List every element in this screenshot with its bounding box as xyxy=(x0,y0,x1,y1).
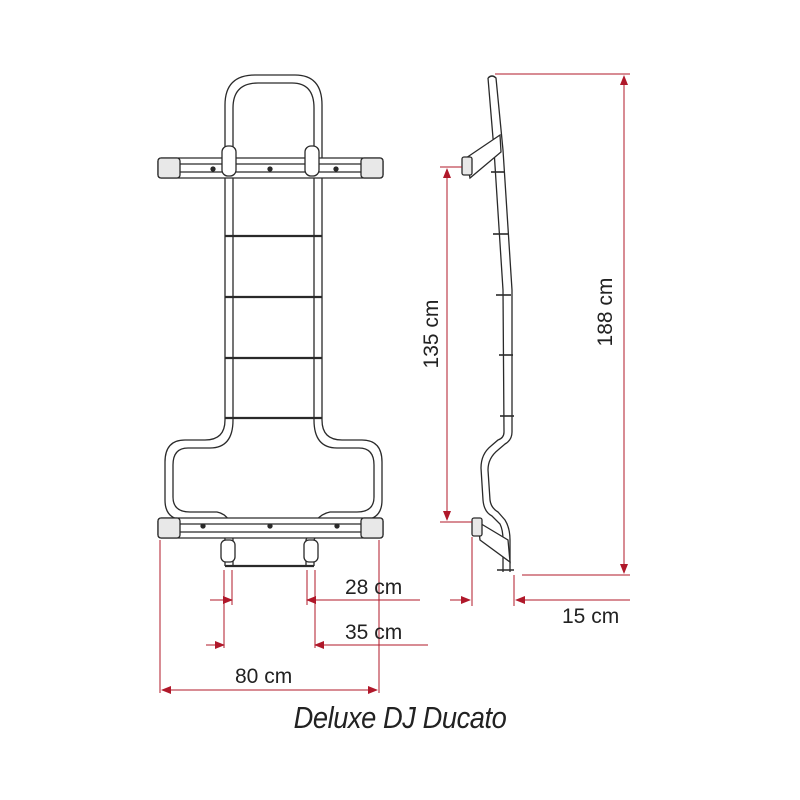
side-view xyxy=(461,75,514,572)
dimension-lines xyxy=(159,73,630,694)
dimension-label-80cm: 80 cm xyxy=(235,665,293,688)
dimension-label-35cm: 35 cm xyxy=(345,621,403,644)
dimension-label-188cm: 188 cm xyxy=(594,277,617,347)
bottom-bracket xyxy=(157,517,384,563)
diagram-caption: Deluxe DJ Ducato xyxy=(293,700,507,735)
front-view xyxy=(157,74,384,568)
dimension-label-15cm: 15 cm xyxy=(562,605,620,628)
dimension-label-28cm: 28 cm xyxy=(345,576,403,599)
top-bracket xyxy=(157,145,384,179)
rungs xyxy=(225,234,322,568)
dimension-label-135cm: 135 cm xyxy=(420,299,443,369)
